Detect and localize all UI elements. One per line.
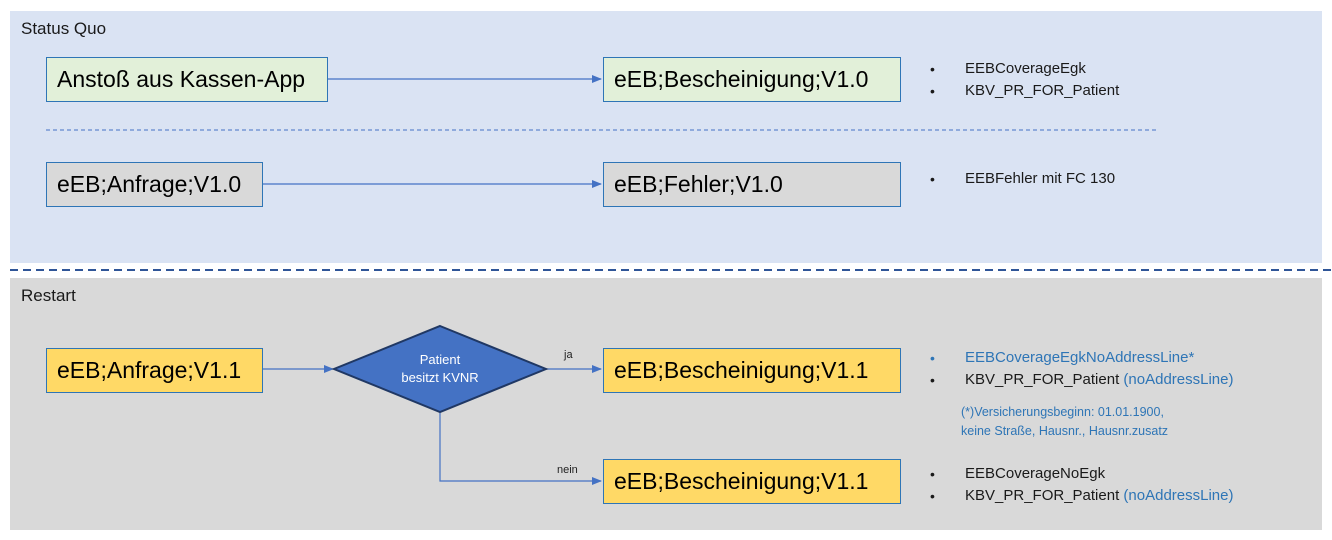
node-anfrage-v10: eEB;Anfrage;V1.0: [46, 162, 263, 207]
list-item: •EEBFehler mit FC 130: [930, 170, 1116, 187]
node-bescheinigung-v10-label: eEB;Bescheinigung;V1.0: [614, 66, 869, 92]
decision-line-1: Patient: [419, 352, 461, 367]
status-quo-title: Status Quo: [21, 19, 107, 38]
bullets-bescheinigung-v10: •EEBCoverageEgk •KBV_PR_FOR_Patient: [930, 58, 1119, 102]
node-fehler-v10-label: eEB;Fehler;V1.0: [614, 171, 783, 197]
list-item: •KBV_PR_FOR_Patient (noAddressLine): [930, 487, 1234, 504]
status-quo-panel: [10, 11, 1322, 263]
bullet-text: EEBCoverageNoEgk: [965, 465, 1106, 482]
edge-label-yes: ja: [564, 349, 573, 361]
node-bescheinigung-v11-yes: eEB;Bescheinigung;V1.1: [603, 348, 901, 393]
node-bescheinigung-v11-no-label: eEB;Bescheinigung;V1.1: [614, 468, 869, 494]
bullet-suffix: (noAddressLine): [1123, 487, 1234, 504]
edge-label-no: nein: [557, 464, 578, 476]
decision-diamond: [331, 324, 549, 414]
node-bescheinigung-v11-yes-label: eEB;Bescheinigung;V1.1: [614, 357, 869, 383]
node-kassen-app: Anstoß aus Kassen-App: [46, 57, 328, 102]
bullet-text: KBV_PR_FOR_Patient: [965, 371, 1120, 388]
versicherungsbeginn-note: (*)Versicherungsbeginn: 01.01.1900, kein…: [961, 403, 1168, 441]
list-item: •KBV_PR_FOR_Patient (noAddressLine): [930, 371, 1234, 388]
bullets-yes: •EEBCoverageEgkNoAddressLine* •KBV_PR_FO…: [930, 347, 1233, 391]
decision-label: Patient besitzt KVNR: [360, 351, 520, 387]
bullet-text: EEBCoverageEgkNoAddressLine*: [965, 349, 1195, 366]
node-bescheinigung-v11-no: eEB;Bescheinigung;V1.1: [603, 459, 901, 504]
node-fehler-v10: eEB;Fehler;V1.0: [603, 162, 901, 207]
node-anfrage-v10-label: eEB;Anfrage;V1.0: [57, 171, 242, 197]
bullet-text: KBV_PR_FOR_Patient: [965, 487, 1120, 504]
arrow-decision-no: [439, 413, 602, 485]
bullet-text: EEBCoverageEgk: [965, 60, 1086, 77]
node-anfrage-v11: eEB;Anfrage;V1.1: [46, 348, 263, 393]
node-bescheinigung-v10: eEB;Bescheinigung;V1.0: [603, 57, 901, 102]
decision-line-2: besitzt KVNR: [401, 370, 479, 385]
list-item: •EEBCoverageNoEgk: [930, 465, 1106, 482]
note-line-2: keine Straße, Hausnr., Hausnr.zusatz: [961, 424, 1169, 438]
bullets-no: •EEBCoverageNoEgk •KBV_PR_FOR_Patient (n…: [930, 463, 1233, 507]
bullet-text: EEBFehler mit FC 130: [965, 170, 1116, 187]
node-kassen-app-label: Anstoß aus Kassen-App: [57, 66, 306, 92]
list-item: •EEBCoverageEgkNoAddressLine*: [930, 349, 1195, 366]
bullet-text: KBV_PR_FOR_Patient: [965, 82, 1120, 99]
restart-title: Restart: [21, 286, 76, 305]
list-item: •KBV_PR_FOR_Patient: [930, 82, 1120, 99]
bullets-fehler-v10: •EEBFehler mit FC 130: [930, 168, 1115, 190]
note-line-1: (*)Versicherungsbeginn: 01.01.1900,: [961, 405, 1164, 419]
bullet-suffix: (noAddressLine): [1123, 371, 1234, 388]
node-anfrage-v11-label: eEB;Anfrage;V1.1: [57, 357, 242, 383]
list-item: •EEBCoverageEgk: [930, 60, 1086, 77]
